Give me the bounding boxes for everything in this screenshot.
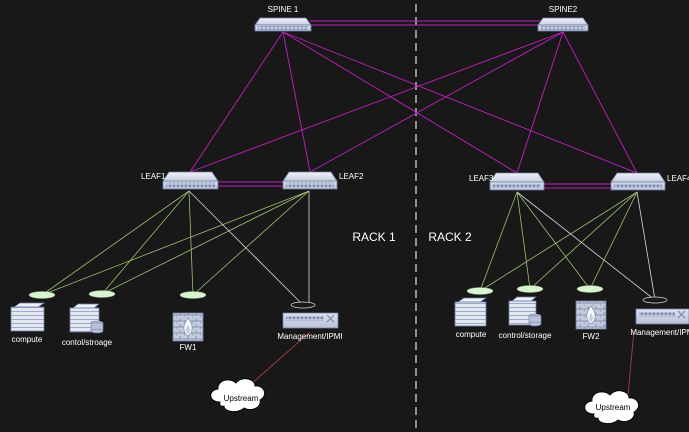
spine-interconnect [310,20,540,26]
upstream-2-label: Upstream [596,403,631,412]
leaf-3-switch-icon[interactable] [489,172,545,191]
leaf-4-label: LEAF4 [667,174,689,183]
leaf-4-switch-icon[interactable] [610,172,666,191]
rack-2-label: RACK 2 [428,230,472,244]
compute-1-label: compute [12,335,43,344]
leaf-2-switch-icon[interactable] [282,171,338,190]
port-ellipses [28,285,604,299]
compute-2-label: compute [456,330,487,339]
spine-leaf-links [189,31,638,174]
firewall-icon-2[interactable] [575,300,607,330]
leaf-1-switch-icon[interactable] [162,171,219,190]
spine-1-label: SPINE 1 [268,5,299,14]
mgmt-2-label: Management/IPMI [630,328,689,337]
mgmt-port-ellipses [290,296,668,309]
storage-1-label: contol/stroage [62,338,113,347]
upstream-links [249,329,635,396]
management-switch-icon-2[interactable] [635,308,689,325]
firewall-icon-1[interactable] [172,312,204,342]
leaf-2-label: LEAF2 [339,172,364,181]
storage-2-label: control/storage [499,331,552,340]
leaf-3-label: LEAF3 [469,174,494,183]
leaf-1-label: LEAF1 [141,172,166,181]
compute-server-icon-2[interactable] [454,297,488,327]
upstream-cloud-icon-1[interactable] [210,378,266,413]
spine-2-label: SPINE2 [549,5,578,14]
management-switch-icon-1[interactable] [282,312,339,329]
storage-server-icon-2[interactable] [508,296,542,327]
leaf-node-links [41,190,638,296]
fw-2-label: FW2 [583,332,600,341]
leaf-mgmt-links [188,190,656,306]
compute-server-icon-1[interactable] [10,302,46,332]
leaf-interconnects [215,181,612,189]
rack-1-label: RACK 1 [352,230,396,244]
spine-1-switch-icon[interactable] [254,17,312,32]
upstream-cloud-icon-2[interactable] [584,390,640,425]
upstream-1-label: Upstream [224,394,259,403]
fw-1-label: FW1 [180,343,197,352]
mgmt-1-label: Management/IPMI [277,332,342,341]
spine-2-switch-icon[interactable] [537,17,589,32]
storage-server-icon-1[interactable] [69,303,104,334]
